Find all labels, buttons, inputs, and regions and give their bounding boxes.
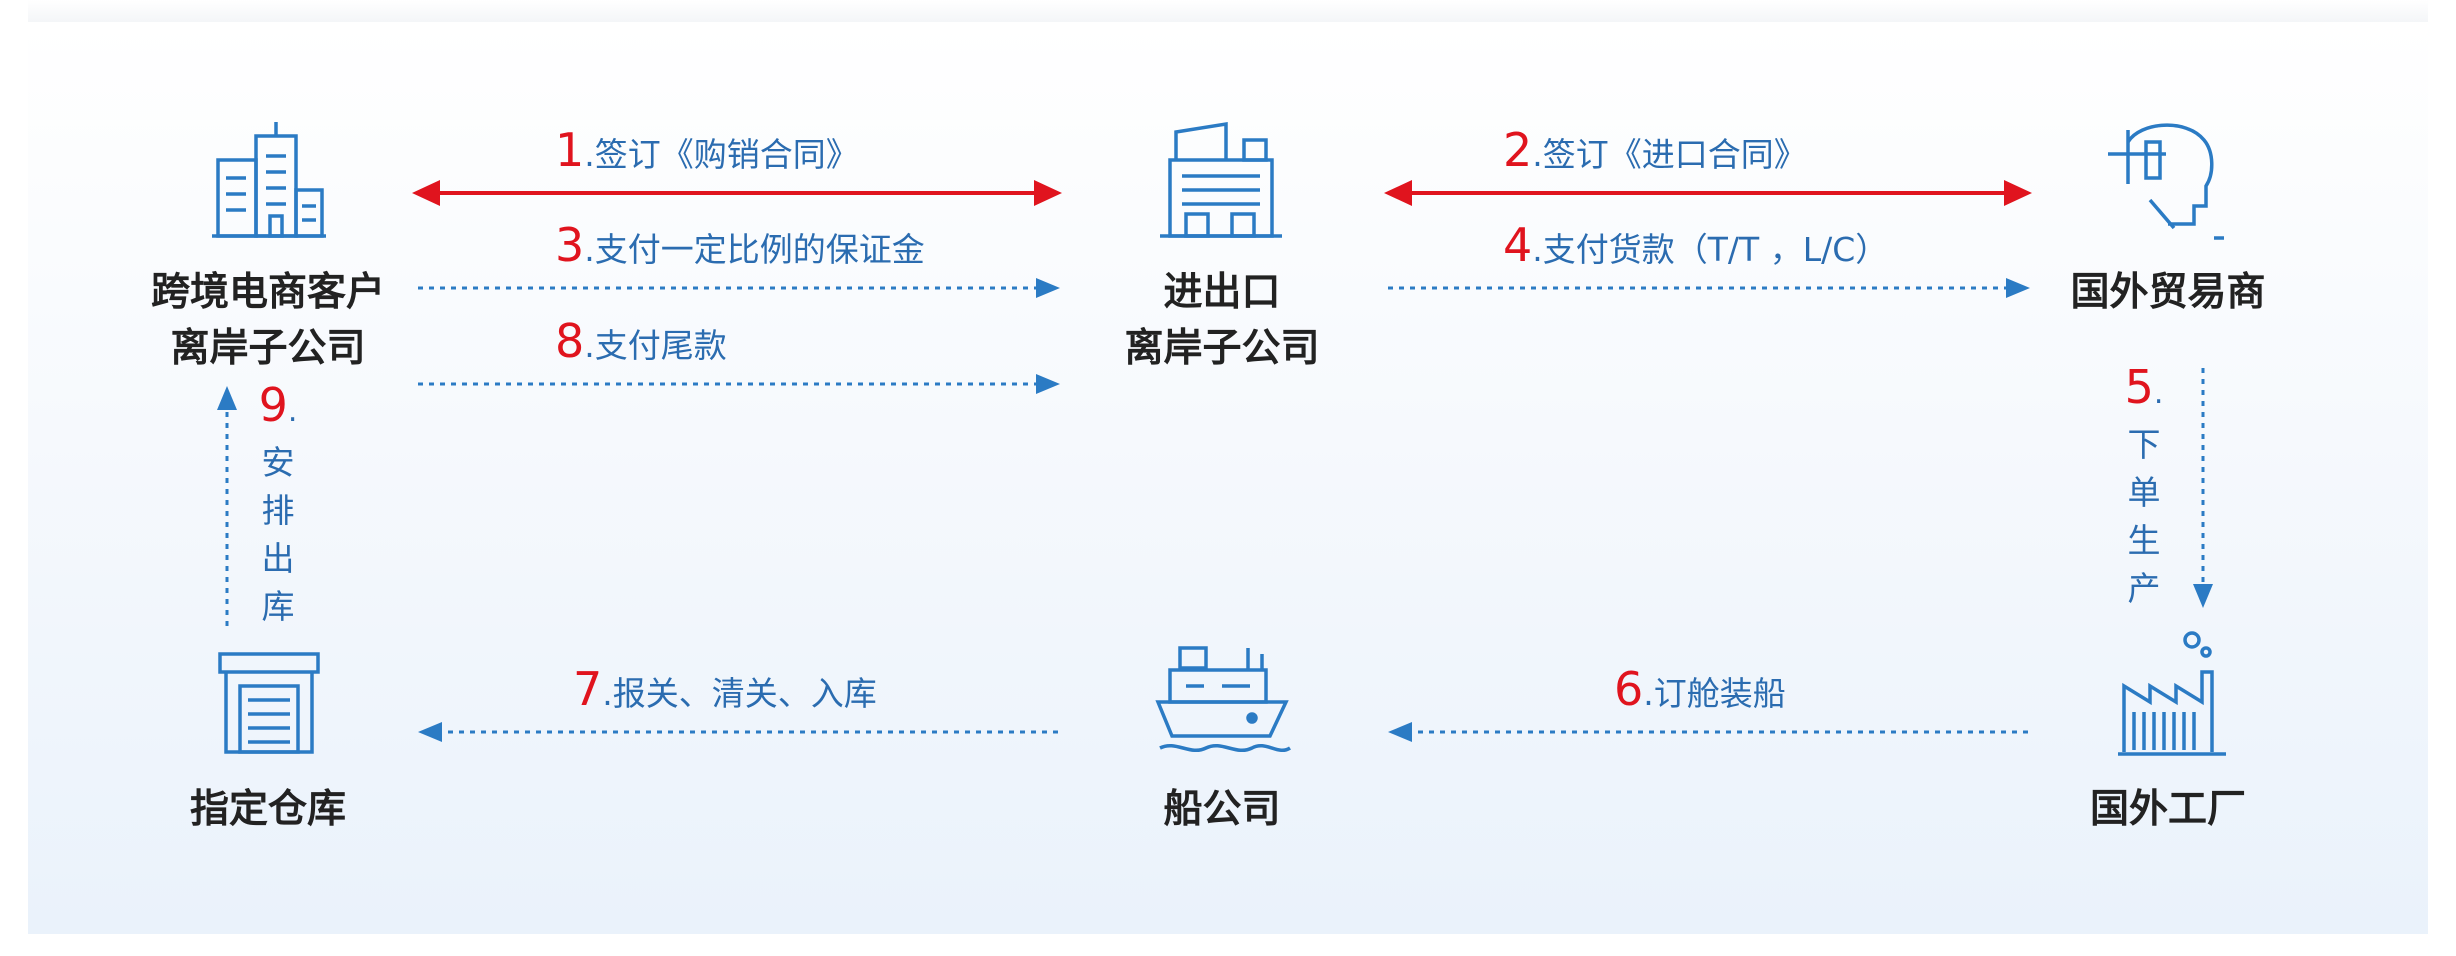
step-5-label: 5. 下 单 生 产 [2125, 360, 2164, 613]
diagram-panel [28, 22, 2428, 934]
step-text: .签订《购销合同》 [584, 135, 859, 174]
factory-chimney-icon [2118, 631, 2226, 756]
step-2-label: 2.签订《进口合同》 [1503, 127, 1807, 177]
node-cross-border-customer: 跨境电商客户 离岸子公司 [151, 265, 385, 377]
step-1-label: 1.签订《购销合同》 [555, 127, 859, 177]
step-number: 6 [1614, 662, 1644, 716]
arrow-step-6 [1388, 722, 2028, 742]
step-char: 产 [2127, 569, 2161, 608]
node-label-line: 船公司 [1163, 787, 1281, 832]
step-number-digit: 5 [2124, 360, 2154, 414]
node-foreign-trader: 国外贸易商 [2070, 265, 2265, 321]
step-char: 生 [2127, 521, 2161, 560]
step-7-label: 7.报关、清关、入库 [573, 666, 877, 716]
trader-head-icon [2108, 123, 2224, 240]
step-number: 2 [1503, 123, 1533, 177]
step-number: 5. [2125, 360, 2164, 421]
step-number: 8 [555, 314, 585, 368]
step-4-label: 4.支付货款（T/T ，L/C） [1503, 222, 1889, 272]
node-label-line: 进出口 [1163, 270, 1281, 315]
step-text: .支付货款（T/T ，L/C） [1532, 230, 1889, 269]
step-3-label: 3.支付一定比例的保证金 [555, 222, 925, 272]
office-buildings-icon [212, 122, 326, 238]
node-foreign-factory: 国外工厂 [2090, 782, 2246, 838]
step-text: .支付一定比例的保证金 [584, 230, 925, 269]
arrow-step-5 [2193, 368, 2213, 608]
step-6-label: 6.订舱装船 [1614, 666, 1786, 716]
arrow-step-1 [412, 180, 1062, 206]
step-text: .订舱装船 [1643, 674, 1786, 713]
node-label-line: 指定仓库 [189, 787, 347, 832]
step-number-dot: . [2153, 376, 2164, 411]
step-8-label: 8.支付尾款 [555, 318, 727, 368]
warehouse-icon [218, 652, 320, 754]
node-label-line: 国外工厂 [2089, 787, 2247, 832]
step-char: 单 [2127, 473, 2161, 512]
step-number: 9. [259, 378, 298, 439]
step-char: 出 [261, 539, 295, 578]
step-number: 3 [555, 218, 585, 272]
step-text: .签订《进口合同》 [1532, 135, 1807, 174]
arrow-step-2 [1384, 180, 2032, 206]
node-label-line: 离岸子公司 [1124, 326, 1320, 371]
step-number: 1 [555, 123, 585, 177]
node-label-line: 离岸子公司 [170, 326, 366, 371]
arrow-step-9 [217, 386, 237, 626]
step-9-label: 9. 安 排 出 库 [259, 378, 298, 631]
step-number: 4 [1503, 218, 1533, 272]
cargo-ship-icon [1155, 646, 1291, 752]
step-number-digit: 9 [258, 378, 288, 432]
node-import-export: 进出口 离岸子公司 [1124, 265, 1319, 377]
top-shadow-band [28, 0, 2428, 26]
step-char: 排 [261, 491, 295, 530]
step-text: .支付尾款 [584, 326, 727, 365]
step-char: 下 [2127, 425, 2161, 464]
node-shipping-company: 船公司 [1163, 782, 1280, 838]
factory-building-icon [1160, 121, 1282, 238]
step-char: 库 [261, 587, 295, 626]
node-label-line: 跨境电商客户 [150, 270, 386, 315]
arrow-step-7 [418, 722, 1058, 742]
arrow-step-3 [418, 278, 1060, 298]
step-text: .报关、清关、入库 [602, 674, 877, 713]
node-label-line: 国外贸易商 [2070, 270, 2266, 315]
step-number: 7 [573, 662, 603, 716]
step-number-dot: . [287, 394, 298, 429]
arrow-step-8 [418, 374, 1060, 394]
arrow-step-4 [1388, 278, 2030, 298]
node-warehouse: 指定仓库 [190, 782, 346, 838]
step-char: 安 [261, 443, 295, 482]
